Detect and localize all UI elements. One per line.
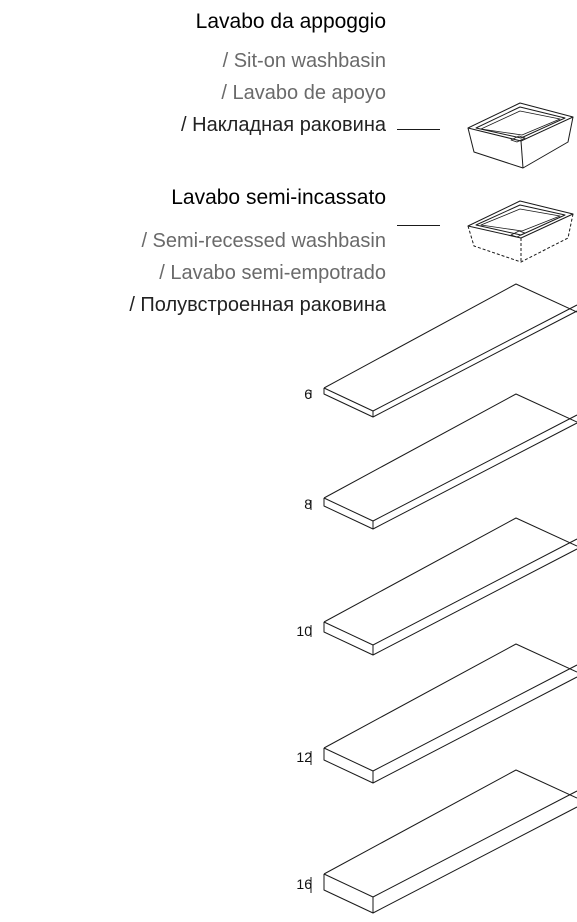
shelf-12 bbox=[310, 643, 577, 784]
sit-on-basin-icon bbox=[467, 102, 574, 169]
sit-on-title: Lavabo da appoggio bbox=[195, 10, 386, 33]
shelf-16 bbox=[310, 769, 577, 914]
semi-recessed-label-es: / Lavabo semi-empotrado bbox=[159, 262, 386, 284]
sit-on-label-es: / Lavabo de apoyo bbox=[221, 82, 386, 104]
semi-recessed-title: Lavabo semi-incassato bbox=[171, 186, 386, 209]
shelf-thickness-label: 16 bbox=[296, 876, 312, 892]
sit-on-label-en: / Sit-on washbasin bbox=[222, 50, 386, 72]
shelf-thickness-label: 10 bbox=[296, 623, 312, 639]
shelf-thickness-label: 8 bbox=[304, 496, 312, 512]
shelf-10 bbox=[310, 517, 577, 656]
shelf-8 bbox=[310, 393, 577, 530]
semi-recessed-basin-icon bbox=[467, 200, 574, 263]
semi-recessed-label-ru: / Полувстроенная раковина bbox=[129, 294, 386, 316]
shelf-6 bbox=[310, 283, 577, 418]
semi-recessed-label-en: / Semi-recessed washbasin bbox=[141, 230, 386, 252]
sit-on-label-ru: / Накладная раковина bbox=[181, 114, 386, 136]
shelf-thickness-label: 6 bbox=[304, 386, 312, 402]
shelf-thickness-label: 12 bbox=[296, 749, 312, 765]
